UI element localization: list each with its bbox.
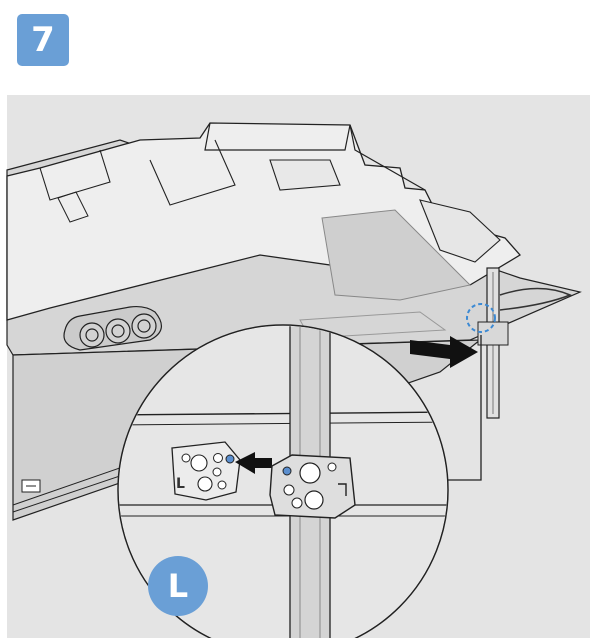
direction-arrow-main <box>410 336 478 368</box>
bracket-side-label: L <box>176 476 185 492</box>
vent-circles <box>63 305 162 351</box>
side-indicator-badge: L <box>148 556 208 616</box>
step-number-badge: 7 <box>17 14 69 66</box>
mounted-bracket <box>269 454 356 519</box>
highlight-circle <box>466 303 496 333</box>
tv-recess-area <box>321 209 472 301</box>
screw-hole-highlight <box>225 454 235 464</box>
detail-magnifier: L <box>117 324 449 638</box>
loose-bracket: L <box>171 441 241 501</box>
cable <box>499 287 572 311</box>
pole-bracket <box>477 321 509 346</box>
direction-arrow-detail <box>235 452 272 474</box>
